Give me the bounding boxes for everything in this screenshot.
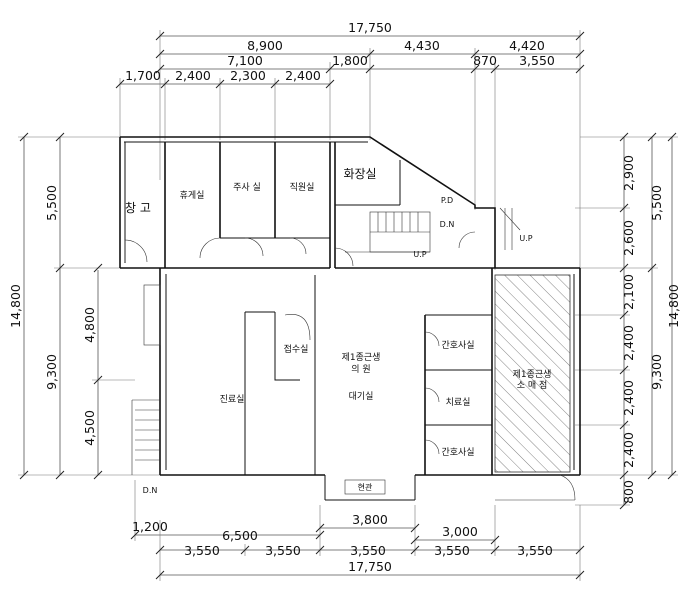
room-restroom: 화장실: [343, 167, 376, 181]
room-staff: 직원실: [290, 182, 315, 193]
label-up-outside: U.P: [519, 234, 532, 243]
room-labels: 창 고 휴게실 주사 실 직원실 화장실 P.D D.N U.P U.P 접수실…: [125, 167, 551, 495]
room-waiting: 대기실: [349, 391, 374, 402]
room-injection: 주사 실: [233, 182, 261, 193]
dim-bottom-e: 3,550: [184, 543, 220, 558]
room-reception: 접수실: [284, 343, 309, 355]
dim-right-f: 2,400: [621, 432, 636, 468]
dim-bottom-a: 1,200: [132, 519, 168, 534]
dim-left-total: 14,800: [8, 284, 23, 328]
label-pd: P.D: [441, 196, 453, 205]
room-nurse2: 간호사실: [441, 447, 474, 458]
dim-top-h: 1,700: [125, 68, 161, 83]
dim-bottom-d: 3,000: [442, 524, 478, 539]
doors: [124, 231, 476, 455]
bottom-dimension-lines: [130, 480, 585, 581]
building-walls: [119, 136, 581, 501]
room-exam: 진료실: [220, 394, 245, 405]
room-retail-l1: 제1종근생: [513, 369, 552, 380]
room-clinic-l2: 의 원: [351, 364, 370, 375]
dim-bottom-i: 3,550: [517, 543, 553, 558]
dim-left-upper: 5,500: [44, 185, 59, 221]
dim-right-mid-b: 9,300: [649, 354, 664, 390]
dim-right-total: 14,800: [666, 284, 680, 328]
dim-right-g: 800: [621, 480, 636, 504]
dim-top-total: 17,750: [348, 20, 392, 35]
dim-top-a: 8,900: [247, 38, 283, 53]
dim-top-b: 4,430: [404, 38, 440, 53]
label-dn: D.N: [440, 220, 455, 229]
dim-right-b: 2,600: [621, 220, 636, 256]
top-dimension-labels: 17,750 8,900 4,430 4,420 7,100 1,800 870…: [125, 20, 555, 83]
dim-bottom-g: 3,550: [350, 543, 386, 558]
room-retail-l2: 소 매 점: [517, 379, 548, 391]
dim-left-lower: 9,300: [44, 354, 59, 390]
right-dimension-lines: [575, 132, 678, 510]
left-dimension-labels: 14,800 5,500 9,300 4,800 4,500: [8, 185, 97, 446]
dim-bottom-h: 3,550: [434, 543, 470, 558]
dim-right-e: 2,400: [621, 380, 636, 416]
dim-bottom-f: 3,550: [265, 543, 301, 558]
dim-top-d: 7,100: [227, 53, 263, 68]
dim-top-g: 3,550: [519, 53, 555, 68]
dim-top-j: 2,300: [230, 68, 266, 83]
label-dn-outside: D.N: [143, 486, 158, 495]
dim-left-inner-b: 4,500: [82, 410, 97, 446]
room-storage: 창 고: [125, 201, 151, 215]
dim-bottom-total: 17,750: [348, 559, 392, 574]
dim-bottom-c: 3,800: [352, 512, 388, 527]
top-dimension-lines: [115, 30, 585, 270]
dim-right-a: 2,900: [621, 155, 636, 191]
dim-top-c: 4,420: [509, 38, 545, 53]
dim-right-mid-a: 5,500: [649, 185, 664, 221]
label-up: U.P: [413, 250, 426, 259]
room-treatment: 치료실: [446, 396, 471, 408]
room-nurse1: 간호사실: [441, 340, 474, 351]
dim-left-inner-a: 4,800: [82, 307, 97, 343]
bottom-dimension-labels: 1,200 6,500 3,800 3,000 3,550 3,550 3,55…: [132, 512, 553, 574]
stairs: [345, 207, 521, 253]
room-entrance: 현관: [358, 482, 373, 492]
retail-hatch: [494, 274, 571, 473]
right-dimension-labels: 2,900 2,600 2,100 2,400 2,400 2,400 800 …: [621, 155, 680, 504]
dim-top-k: 2,400: [285, 68, 321, 83]
dim-right-c: 2,100: [621, 274, 636, 310]
room-lounge: 휴게실: [180, 190, 205, 201]
left-dimension-lines: [18, 132, 165, 480]
dim-top-i: 2,400: [175, 68, 211, 83]
dim-right-d: 2,400: [621, 325, 636, 361]
room-clinic-l1: 제1종근생: [342, 352, 381, 363]
dim-top-e: 1,800: [332, 53, 368, 68]
dim-bottom-b: 6,500: [222, 528, 258, 543]
dim-top-f: 870: [473, 53, 497, 68]
